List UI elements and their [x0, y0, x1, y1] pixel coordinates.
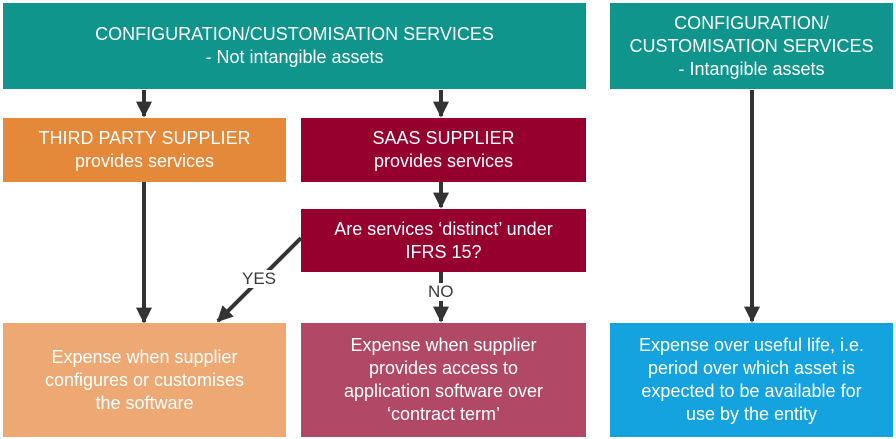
expense-useful-life-box: Expense over useful life, i.e. period ov… — [610, 323, 893, 437]
box-line: period over which asset is — [647, 358, 856, 378]
third-party-supplier-box: THIRD PARTY SUPPLIER provides services — [3, 118, 286, 182]
box-line: - Not intangible assets — [205, 47, 384, 67]
box-line: the software — [95, 392, 194, 413]
yes-label: YES — [240, 269, 279, 288]
box-line: Are services ‘distinct’ under — [334, 218, 553, 239]
expense-configures-box: Expense when supplier configures or cust… — [3, 323, 286, 437]
box-line: THIRD PARTY SUPPLIER — [38, 128, 251, 148]
box-line: use by the entity — [685, 404, 818, 424]
box-line: Expense when supplier — [350, 335, 537, 355]
box-line: configures or customises — [44, 369, 245, 390]
box-line: provides services — [74, 151, 215, 171]
saas-supplier-box: SAAS SUPPLIER provides services — [301, 118, 586, 182]
box-line: application software over — [343, 381, 544, 401]
box-line: expected to be available for — [641, 381, 862, 401]
box-line: CONFIGURATION/ — [674, 12, 829, 33]
box-line: CONFIGURATION/CUSTOMISATION SERVICES — [95, 24, 494, 44]
box-line: Expense when supplier — [51, 346, 238, 367]
box-line: CUSTOMISATION SERVICES — [629, 35, 874, 56]
box-line: ‘contract term’ — [386, 404, 501, 424]
box-line: IFRS 15? — [405, 241, 482, 262]
no-label: NO — [426, 282, 456, 301]
box-line: Expense over useful life, i.e. — [638, 335, 865, 355]
box-line: provides access to — [368, 358, 519, 378]
config-intangible-box: CONFIGURATION/ CUSTOMISATION SERVICES - … — [610, 3, 893, 89]
distinct-question-box: Are services ‘distinct’ under IFRS 15? — [301, 209, 586, 272]
box-line: SAAS SUPPLIER — [372, 128, 515, 148]
expense-access-box: Expense when supplier provides access to… — [301, 323, 586, 437]
box-line: - Intangible assets — [678, 58, 825, 79]
config-not-intangible-box: CONFIGURATION/CUSTOMISATION SERVICES - N… — [3, 3, 586, 89]
box-line: provides services — [373, 151, 514, 171]
